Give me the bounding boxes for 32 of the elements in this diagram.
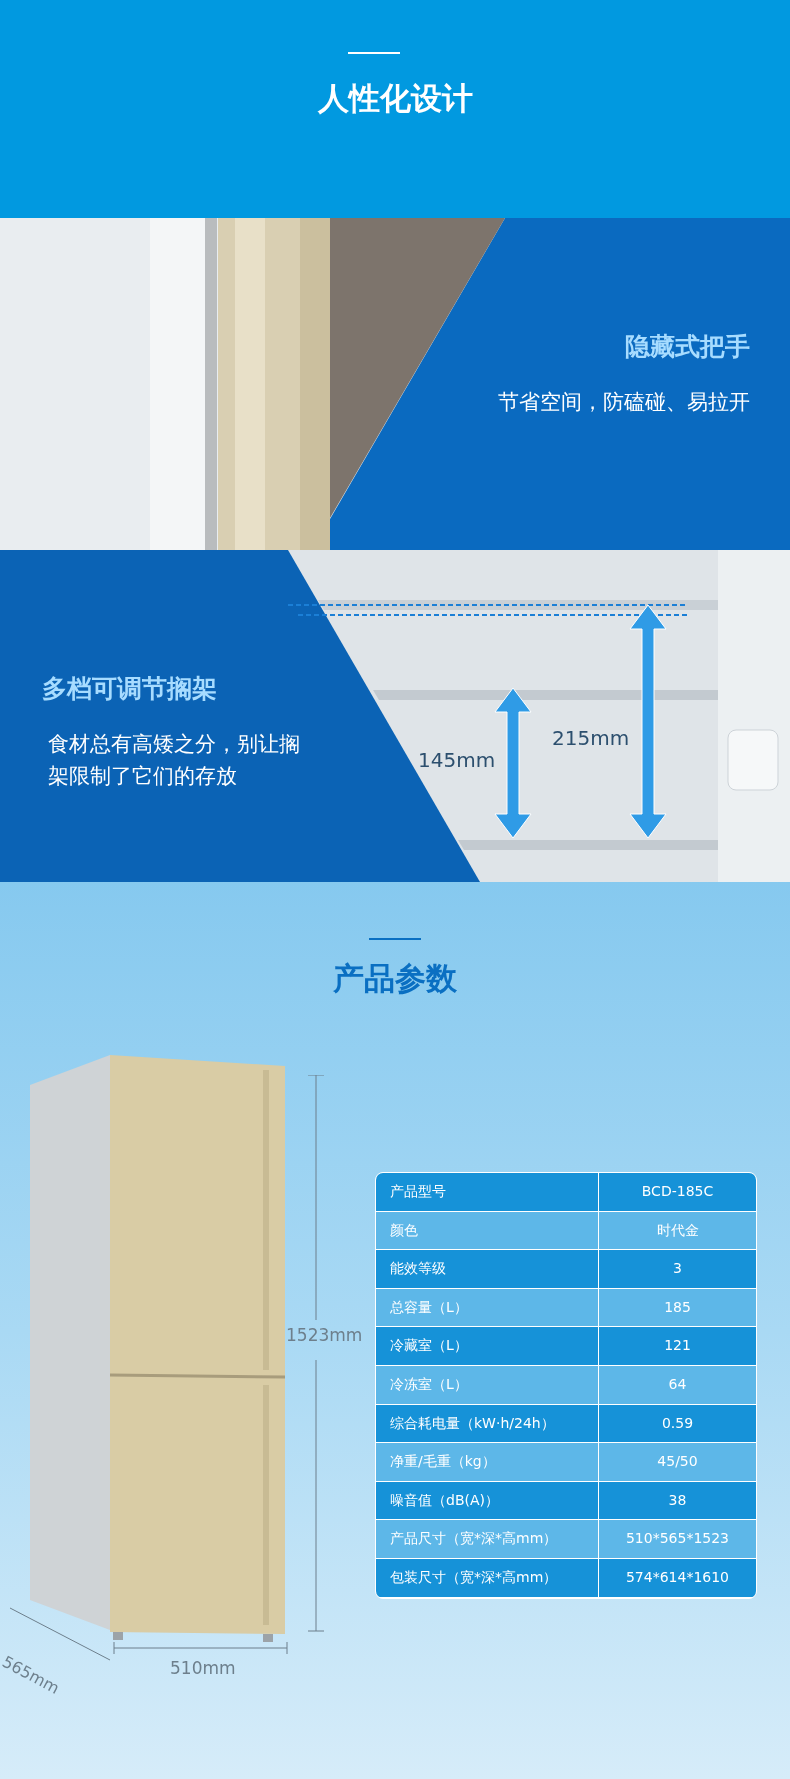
table-cell: 45/50	[599, 1443, 756, 1481]
table-cell: 产品型号	[376, 1173, 598, 1211]
table-cell: BCD-185C	[599, 1173, 756, 1211]
feature-text: 食材总有高矮之分，别让搁架限制了它们的存放	[48, 731, 301, 790]
feature-heading: 多档可调节搁架	[42, 673, 217, 705]
table-cell: 综合耗电量（kW·h/24h）	[376, 1404, 598, 1443]
table-cell: 0.59	[599, 1404, 756, 1443]
table-cell: 185	[599, 1288, 756, 1327]
table-cell: 510*565*1523	[599, 1520, 756, 1558]
table-cell: 噪音值（dB(A)）	[376, 1481, 598, 1520]
heading: 人性化设计	[316, 79, 474, 118]
table-cell: 574*614*1610	[599, 1559, 756, 1597]
table-cell: 121	[599, 1327, 756, 1365]
table-cell: 能效等级	[376, 1250, 598, 1288]
table-cell: 总容量（L）	[376, 1288, 598, 1327]
dimension-label: 215mm	[552, 726, 630, 750]
heading: 产品参数	[332, 959, 458, 998]
table-cell: 产品尺寸（宽*深*高mm）	[376, 1520, 598, 1558]
table-cell: 冷藏室（L）	[376, 1327, 598, 1365]
dimension-label: 145mm	[418, 748, 496, 772]
table-cell: 3	[599, 1250, 756, 1288]
dimension-label: 510mm	[170, 1658, 236, 1678]
dimension-label: 1523mm	[286, 1325, 363, 1345]
feature-text: 节省空间，防磕碰、易拉开	[497, 389, 750, 416]
table-cell: 64	[599, 1366, 756, 1404]
feature-heading: 隐藏式把手	[624, 331, 750, 363]
table-cell: 净重/毛重（kg）	[376, 1443, 598, 1481]
table-cell: 颜色	[376, 1211, 598, 1250]
table-cell: 38	[599, 1481, 756, 1520]
table-cell: 时代金	[599, 1211, 756, 1250]
table-cell: 包装尺寸（宽*深*高mm）	[376, 1559, 598, 1597]
table-cell: 冷冻室（L）	[376, 1366, 598, 1404]
